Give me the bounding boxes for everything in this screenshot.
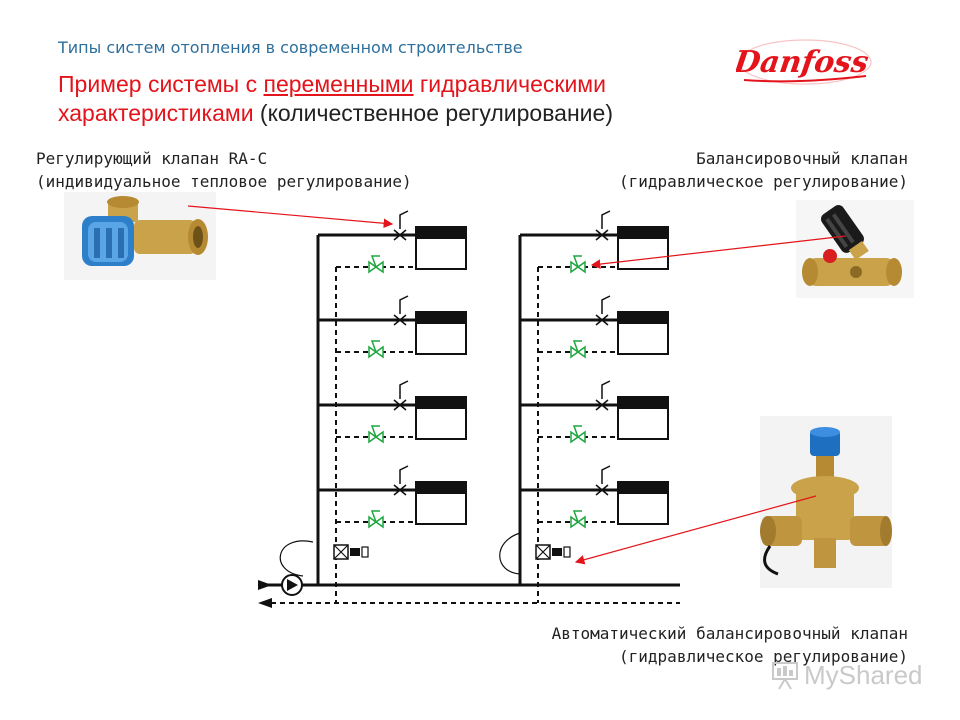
auto-valve-cross-icon bbox=[535, 544, 551, 560]
thermostatic-valve-icon bbox=[393, 399, 407, 411]
pointer-balancing-valve bbox=[590, 235, 847, 269]
watermark: MyShared bbox=[770, 660, 930, 690]
thermostatic-valve-icon bbox=[393, 314, 407, 326]
thermostatic-head-icon bbox=[399, 295, 409, 314]
thermostatic-valve-icon bbox=[393, 484, 407, 496]
label-ra-valve-title: Регулирующий клапан RA-C bbox=[36, 149, 268, 168]
thermostatic-valve-icon bbox=[595, 484, 609, 496]
label-ra-valve: Регулирующий клапан RA-C (индивидуальное… bbox=[36, 147, 412, 193]
supply-arrow-icon bbox=[258, 580, 272, 590]
thermostatic-head-icon bbox=[399, 465, 409, 484]
highlight-loop-right bbox=[499, 532, 521, 575]
radiator-top-icon bbox=[618, 312, 668, 324]
label-auto-valve-desc: (гидравлическое регулирование) bbox=[619, 647, 908, 666]
pump-icon bbox=[281, 574, 303, 596]
watermark-text: MyShared bbox=[804, 660, 923, 690]
thermostatic-head-icon bbox=[601, 295, 611, 314]
presentation-board-icon bbox=[772, 662, 798, 690]
thermostatic-head-icon bbox=[601, 465, 611, 484]
slide-title: Пример системы с переменными гидравличес… bbox=[58, 70, 738, 128]
title-part2: гидравлическими характеристиками bbox=[58, 71, 606, 126]
radiator-top-icon bbox=[618, 482, 668, 494]
label-balancing-valve-title: Балансировочный клапан bbox=[696, 149, 908, 168]
balancing-valve-handle-icon bbox=[572, 510, 582, 523]
balancing-valve-handle-icon bbox=[370, 510, 380, 523]
title-part1: Пример системы с bbox=[58, 71, 264, 97]
radiator-top-icon bbox=[416, 312, 466, 324]
pointer-auto-valve bbox=[574, 495, 817, 565]
balancing-valve-handle-icon bbox=[370, 340, 380, 353]
highlight-loop-left bbox=[279, 540, 314, 577]
auto-valve-actuator-icon bbox=[552, 548, 562, 556]
auto-balancing-valve-photo bbox=[760, 416, 892, 588]
radiator-top-icon bbox=[618, 227, 668, 239]
label-ra-valve-desc: (индивидуальное тепловое регулирование) bbox=[36, 172, 412, 191]
balancing-valve-photo bbox=[796, 200, 914, 298]
logo-wordmark: Danfoss bbox=[736, 45, 871, 80]
radiator-top-icon bbox=[416, 397, 466, 409]
thermostatic-valve-icon bbox=[595, 399, 609, 411]
thermostatic-valve-icon bbox=[595, 314, 609, 326]
auto-valve-cross-icon bbox=[333, 544, 349, 560]
radiator-top-icon bbox=[416, 227, 466, 239]
auto-valve-capillary-icon bbox=[563, 546, 571, 558]
slide-subtitle: Типы систем отопления в современном стро… bbox=[58, 38, 523, 57]
pointer-ra-valve bbox=[187, 205, 394, 229]
thermostatic-valve-icon bbox=[393, 229, 407, 241]
return-arrow-icon bbox=[258, 598, 272, 608]
auto-valve-capillary-icon bbox=[361, 546, 369, 558]
balancing-valve-handle-icon bbox=[572, 255, 582, 268]
balancing-valve-handle-icon bbox=[370, 425, 380, 438]
danfoss-logo: Danfoss bbox=[736, 39, 872, 85]
title-part3: (количественное регулирование) bbox=[253, 100, 613, 126]
radiator-top-icon bbox=[416, 482, 466, 494]
balancing-valve-handle-icon bbox=[572, 340, 582, 353]
ra-valve-photo bbox=[64, 192, 216, 280]
thermostatic-head-icon bbox=[399, 380, 409, 399]
label-balancing-valve-desc: (гидравлическое регулирование) bbox=[619, 172, 908, 191]
balancing-valve-handle-icon bbox=[370, 255, 380, 268]
thermostatic-head-icon bbox=[399, 210, 409, 229]
label-auto-balancing-valve: Автоматический балансировочный клапан (г… bbox=[552, 622, 908, 668]
label-balancing-valve: Балансировочный клапан (гидравлическое р… bbox=[619, 147, 908, 193]
thermostatic-valve-icon bbox=[595, 229, 609, 241]
balancing-valve-handle-icon bbox=[572, 425, 582, 438]
label-auto-valve-title: Автоматический балансировочный клапан bbox=[551, 624, 908, 643]
thermostatic-head-icon bbox=[601, 380, 611, 399]
auto-valve-actuator-icon bbox=[350, 548, 360, 556]
radiator-top-icon bbox=[618, 397, 668, 409]
title-underlined-word: переменными bbox=[263, 71, 414, 97]
thermostatic-head-icon bbox=[601, 210, 611, 229]
